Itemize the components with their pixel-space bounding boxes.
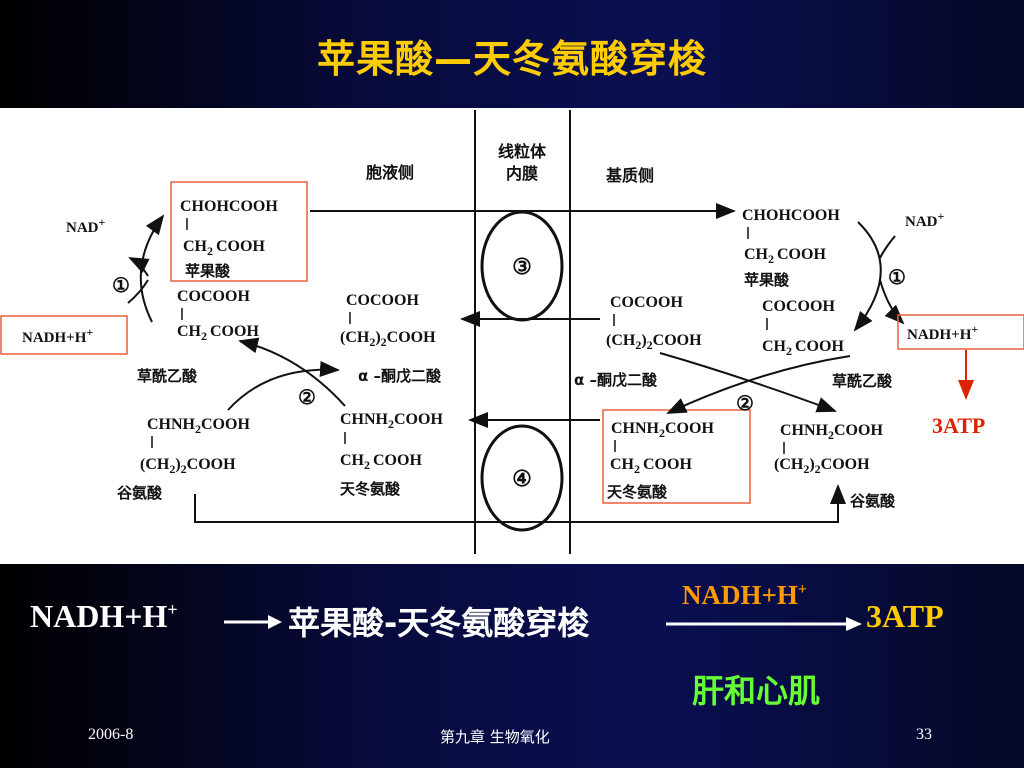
matrix-side-label: 基质侧 <box>605 166 654 185</box>
left-akg-line2: (CH2)2COOH <box>340 329 436 349</box>
slide-title: 苹果酸—天冬氨酸穿梭 <box>316 36 707 81</box>
left-nadh-label: NADH+H+ <box>22 325 93 346</box>
left-transamination-arc-upper <box>238 337 346 407</box>
left-nadh-highlight-box <box>0 315 128 355</box>
right-atp-label: 3ATP <box>932 413 985 438</box>
left-akg-line1: COCOOH <box>346 292 419 309</box>
equation-product: 3ATP <box>866 598 944 634</box>
right-asp-line1: CHNH2COOH <box>611 420 714 440</box>
left-asp-line1: CHNH2COOH <box>340 411 443 431</box>
right-asp-name: 天冬氨酸 <box>607 483 668 501</box>
right-step2-label: ② <box>736 393 754 415</box>
equation-arrow-1 <box>224 615 282 629</box>
equation-shuttle: 苹果酸-天冬氨酸穿梭 <box>288 604 590 642</box>
right-glu-line1: CHNH2COOH <box>780 422 883 442</box>
equation-over-arrow-label: NADH+H+ <box>682 580 808 610</box>
right-oaa-name: 草酰乙酸 <box>832 372 893 390</box>
right-glu-line2: (CH2)2COOH <box>774 456 870 476</box>
right-nad-label: NAD+ <box>905 209 945 230</box>
tissue-label: 肝和心肌 <box>692 672 821 710</box>
right-oaa-line1: COCOOH <box>762 298 835 315</box>
left-oaa-name: 草酰乙酸 <box>137 367 198 385</box>
right-transamination-arc-lower <box>666 355 851 414</box>
right-nadh-arrow <box>879 279 905 325</box>
footer-page-number: 33 <box>916 726 932 743</box>
right-nadh-highlight-box <box>897 314 1024 350</box>
carrier-4-icon <box>480 424 564 532</box>
left-oaa-line1: COCOOH <box>177 288 250 305</box>
right-akg-line2: (CH2)2COOH <box>606 332 702 352</box>
glutamate-transport-arrow <box>194 484 846 523</box>
right-transamination-arc-upper <box>659 352 837 413</box>
right-akg-line1: COCOOH <box>610 294 683 311</box>
left-asp-name: 天冬氨酸 <box>340 480 401 498</box>
left-malate-line1: CHOHCOOH <box>180 198 278 215</box>
right-nadh-label: NADH+H+ <box>907 322 978 343</box>
left-glu-name: 谷氨酸 <box>117 484 163 502</box>
footer-chapter: 第九章 生物氧化 <box>440 728 550 746</box>
membrane-label-line2: 内膜 <box>506 164 538 183</box>
left-transamination-arc-lower <box>227 360 340 411</box>
left-malate-highlight-box <box>170 181 308 282</box>
membrane-label-line1: 线粒体 <box>498 142 547 161</box>
left-malate-name: 苹果酸 <box>185 262 231 280</box>
left-nad-label: NAD+ <box>66 215 106 236</box>
right-nad-branch <box>879 235 896 259</box>
right-akg-name: α –酮戊二酸 <box>574 371 658 389</box>
right-step1-label: ① <box>888 267 906 289</box>
equation-arrow-2 <box>666 617 862 631</box>
left-akg-name: α –酮戊二酸 <box>358 367 442 385</box>
carrier-4-label: ④ <box>512 466 532 491</box>
right-malate-name: 苹果酸 <box>744 271 790 289</box>
left-nad-arrow <box>128 257 150 277</box>
left-glu-line1: CHNH2COOH <box>147 416 250 436</box>
cytosol-side-label: 胞液侧 <box>365 163 414 182</box>
left-nadh-branch <box>127 279 149 304</box>
carrier-3-label: ③ <box>512 254 532 279</box>
left-step1-label: ① <box>112 275 130 297</box>
left-step2-label: ② <box>298 387 316 409</box>
right-glu-name: 谷氨酸 <box>850 492 896 510</box>
equation-reactant: NADH+H+ <box>30 598 178 634</box>
right-malate-line1: CHOHCOOH <box>742 207 840 224</box>
right-reaction1-arc <box>853 221 882 332</box>
left-glu-line2: (CH2)2COOH <box>140 456 236 476</box>
footer-date: 2006-8 <box>88 726 134 743</box>
